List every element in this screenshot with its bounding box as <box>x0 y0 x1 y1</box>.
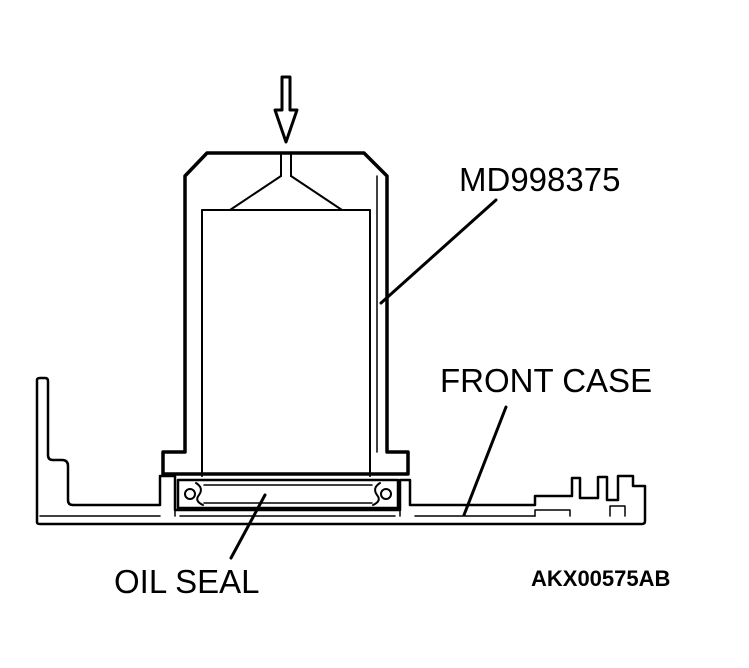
leader-line-oil-seal <box>229 493 267 560</box>
special-tool-md998375 <box>161 151 410 477</box>
figure-code: AKX00575AB <box>531 566 670 591</box>
leader-line-front-case <box>462 405 508 517</box>
label-front-case: FRONT CASE <box>440 362 652 399</box>
label-oil-seal: OIL SEAL <box>114 563 260 600</box>
label-md998375: MD998375 <box>459 161 620 198</box>
leader-line-md998375 <box>379 198 498 305</box>
oil-seal-left-lip <box>184 482 204 506</box>
oil-seal <box>176 478 400 510</box>
front-case <box>35 376 647 526</box>
oil-seal-right-lip <box>372 482 392 506</box>
press-direction-arrow <box>273 75 299 144</box>
